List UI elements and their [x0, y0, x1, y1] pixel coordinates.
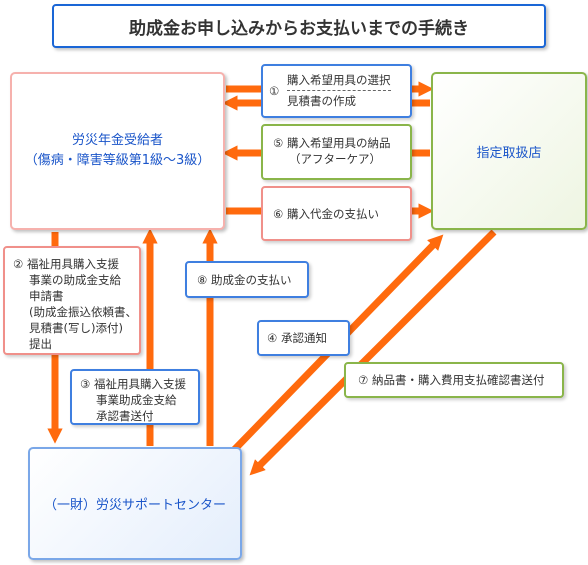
step-8-subsidy-payment: ⑧ 助成金の支払い — [185, 261, 309, 298]
step-3-line2: 事業助成金支給 — [96, 393, 177, 407]
node-recipient: 労災年金受給者 （傷病・障害等級第1級～3級） — [10, 72, 225, 230]
step-2-application: ② 福祉用具購入支援 事業の助成金支給 申請書 (助成金振込依頼書、 見積書(写… — [3, 246, 141, 355]
recipient-name: 労災年金受給者 — [71, 133, 163, 148]
step-2-line3: 申請書 — [29, 289, 64, 303]
step-2-line6: 提出 — [29, 337, 52, 351]
step-5-line2: （アフターケア） — [289, 152, 381, 166]
store-label: 指定取扱店 — [476, 145, 542, 161]
step-3-line1: ③ 福祉用具購入支援 — [80, 377, 186, 391]
step-3-line3: 承認書送付 — [96, 409, 154, 423]
step-2-line1: ② 福祉用具購入支援 — [13, 257, 119, 271]
step-1-selection: ① 購入希望用具の選択 見積書の作成 — [261, 64, 412, 118]
step-4-notice: ④ 承認通知 — [257, 320, 350, 356]
step-7-label: ⑦ 納品書・購入費用支払確認書送付 — [358, 373, 545, 387]
step-4-label: ④ 承認通知 — [267, 331, 327, 345]
step-6-label: ⑥ 購入代金の支払い — [273, 206, 379, 221]
step-7-delivery-slip: ⑦ 納品書・購入費用支払確認書送付 — [344, 362, 564, 398]
step-2-line5: 見積書(写し)添付) — [29, 321, 123, 335]
step-2-line4: (助成金振込依頼書、 — [29, 305, 137, 319]
step-5-line1: ⑤ 購入希望用具の納品 — [273, 136, 391, 150]
page-title: 助成金お申し込みからお支払いまでの手続き — [52, 4, 546, 48]
step-8-label: ⑧ 助成金の支払い — [197, 272, 292, 287]
step-1-number: ① — [269, 83, 280, 98]
node-store: 指定取扱店 — [431, 72, 587, 230]
node-support-center: （一財）労災サポートセンター — [28, 447, 242, 560]
step-1-line2: 見積書の作成 — [287, 94, 356, 108]
recipient-grade: （傷病・障害等級第1級～3級） — [24, 153, 211, 168]
step-5-delivery: ⑤ 購入希望用具の納品 （アフターケア） — [261, 124, 412, 180]
step-3-approval: ③ 福祉用具購入支援 事業助成金支給 承認書送付 — [70, 369, 200, 425]
step-6-payment: ⑥ 購入代金の支払い — [261, 186, 412, 241]
arrow-slip-to-center — [249, 229, 497, 476]
step-2-line2: 事業の助成金支給 — [29, 273, 121, 287]
support-center-label: （一財）労災サポートセンター — [43, 498, 226, 513]
step-1-line1: 購入希望用具の選択 — [287, 72, 391, 91]
